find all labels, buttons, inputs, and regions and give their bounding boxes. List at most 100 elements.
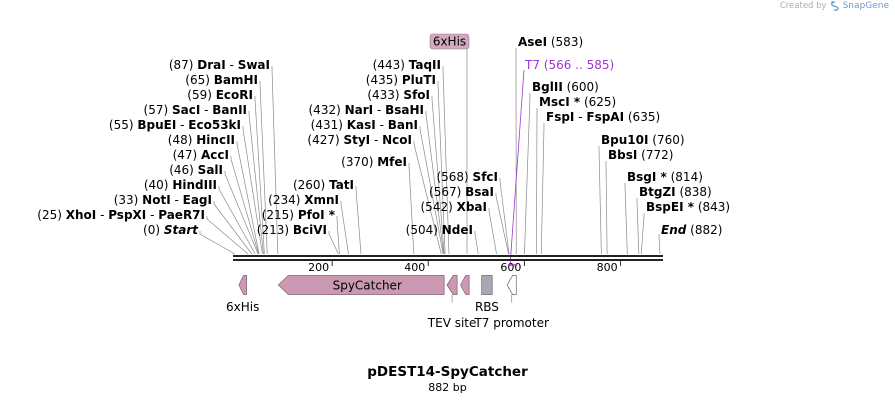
leader-line xyxy=(242,126,263,255)
enzyme-site-label: BsgI * (814) xyxy=(627,170,703,184)
backbone-top-line xyxy=(233,255,663,257)
enzyme-site-label: (260) TatI xyxy=(293,178,354,192)
enzyme-site-label: (504) NdeI xyxy=(406,223,473,237)
enzyme-site-label: FspI - FspAI (635) xyxy=(546,110,660,124)
plasmid-length: 882 bp xyxy=(428,381,467,394)
leader-line xyxy=(442,66,450,255)
feature-arrow xyxy=(277,275,445,295)
enzyme-site-label: (432) NarI - BsaHI xyxy=(309,103,425,117)
feature-arrow xyxy=(460,275,470,295)
enzyme-site-label: (542) XbaI xyxy=(421,200,488,214)
primer-leader xyxy=(509,69,525,266)
brand-prefix: Created by xyxy=(779,1,827,11)
enzyme-site-label: (57) SacI - BanII xyxy=(144,103,247,117)
leader-line xyxy=(218,186,256,255)
enzyme-site-label: AseI (583) xyxy=(518,35,583,49)
enzyme-site-label: (370) MfeI xyxy=(341,155,407,169)
enzyme-site-label: BglII (600) xyxy=(532,80,599,94)
enzyme-site-label: (568) SfcI xyxy=(436,170,498,184)
enzyme-site-label: (433) SfoI xyxy=(367,88,430,102)
leader-line xyxy=(328,231,339,255)
leader-line xyxy=(658,234,661,255)
backbone-bottom-line xyxy=(233,259,663,261)
leader-line xyxy=(248,111,264,255)
leader-line xyxy=(213,201,253,255)
leader-line xyxy=(431,96,445,255)
enzyme-site-label: (234) XmnI xyxy=(268,193,339,207)
start-label: (0) Start xyxy=(143,223,199,237)
leader-line xyxy=(474,231,479,255)
feature-below-label: TEV site xyxy=(427,316,477,330)
brand-name: SnapGene xyxy=(842,1,889,11)
enzyme-site-label: (25) XhoI - PspXI - PaeR7I xyxy=(37,208,205,222)
leader-line xyxy=(271,66,279,255)
enzyme-site-label: BtgZI (838) xyxy=(639,185,712,199)
enzyme-site-label: MscI * (625) xyxy=(539,95,616,109)
enzyme-site-label: (59) EcoRI xyxy=(187,88,253,102)
enzyme-site-label: (46) SalI xyxy=(169,163,223,177)
feature-arrow xyxy=(238,275,247,295)
feature-below-label: T7 promoter xyxy=(473,316,549,330)
leader-line xyxy=(340,201,349,255)
end-label: End (882) xyxy=(661,223,722,237)
leader-line xyxy=(413,141,442,255)
enzyme-site-label: (213) BciVI xyxy=(257,223,327,237)
snapgene-brand: Created by SnapGene xyxy=(780,1,889,11)
enzyme-site-label: (65) BamHI xyxy=(185,73,258,87)
leader-line xyxy=(425,111,445,255)
leader-line xyxy=(540,123,545,255)
leader-line xyxy=(499,178,510,255)
tick-label: 200 xyxy=(308,261,329,274)
enzyme-site-label: Bpu10I (760) xyxy=(601,133,685,147)
leader-lines xyxy=(199,48,661,266)
leader-line xyxy=(336,216,340,255)
tick-label: 800 xyxy=(597,261,618,274)
leader-line xyxy=(230,156,259,255)
leader-line xyxy=(206,216,249,255)
leader-line xyxy=(488,208,497,255)
enzyme-site-label: (567) BsaI xyxy=(429,185,494,199)
top-feature-box xyxy=(429,33,470,50)
feature-arrow xyxy=(446,275,458,295)
feature-below-label: RBS xyxy=(475,300,499,314)
enzyme-site-label: (215) PfoI * xyxy=(262,208,336,222)
leader-line xyxy=(605,161,608,255)
enzyme-site-label: (47) AccI xyxy=(173,148,229,162)
feature-inside-label: SpyCatcher xyxy=(333,279,402,293)
leader-line xyxy=(495,193,509,255)
plasmid-name: pDEST14-SpyCatcher xyxy=(367,364,528,380)
enzyme-site-label: (48) HincII xyxy=(168,133,235,147)
leader-line xyxy=(408,163,415,255)
site-labels: (87) DraI - SwaI(65) BamHI(59) EcoRI(57)… xyxy=(37,33,730,237)
enzyme-site-label: (40) HindIII xyxy=(144,178,217,192)
leader-line xyxy=(236,141,260,255)
leader-line xyxy=(259,81,268,255)
feature-arrow xyxy=(506,275,517,295)
backbone: 200 400 600 800 xyxy=(233,255,663,274)
enzyme-site-label: (443) TaqII xyxy=(373,58,441,72)
enzyme-site-label: (431) KasI - BanI xyxy=(311,118,418,132)
enzyme-site-label: (33) NotI - EagI xyxy=(114,193,212,207)
leader-line xyxy=(524,93,531,255)
enzyme-site-label: (87) DraI - SwaI xyxy=(169,58,270,72)
leader-line xyxy=(640,213,645,255)
leader-line xyxy=(199,231,236,255)
feature-below-label: 6xHis xyxy=(226,300,259,314)
leader-line xyxy=(624,183,628,255)
enzyme-site-label: (55) BpuEI - Eco53kI xyxy=(109,118,241,132)
snapgene-logo-icon xyxy=(830,1,839,11)
leader-line xyxy=(419,126,444,255)
leader-line xyxy=(254,96,265,255)
leader-line xyxy=(598,146,602,255)
leader-line xyxy=(636,198,640,255)
enzyme-site-label: (435) PluTI xyxy=(366,73,436,87)
leader-line xyxy=(355,186,362,255)
enzyme-site-label: (427) StyI - NcoI xyxy=(307,133,412,147)
leader-line xyxy=(437,81,446,255)
leader-line xyxy=(224,171,259,255)
tick-label: 400 xyxy=(404,261,425,274)
tick-label: 600 xyxy=(500,261,521,274)
top-feature-label: 6xHis xyxy=(433,35,466,49)
